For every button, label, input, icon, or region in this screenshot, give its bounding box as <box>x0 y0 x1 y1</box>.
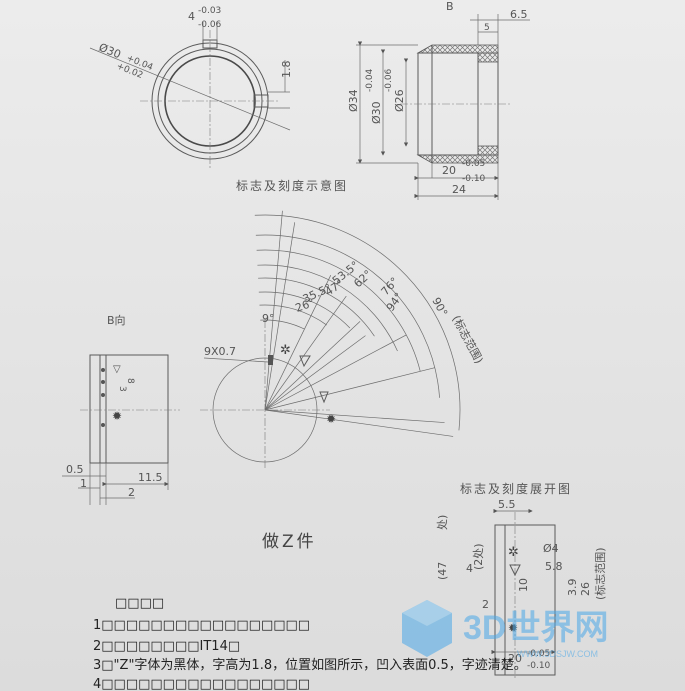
triangle-small-icon <box>319 391 329 404</box>
range-label: (标志范围) <box>449 313 486 366</box>
unfold-v47: (47 <box>436 562 449 580</box>
section-view: Ø34 Ø30 -0.04 -0.06 Ø26 B 6.5 5 20 -0.05… <box>347 0 530 200</box>
mark-scale-caption: 标志及刻度示意图 <box>236 178 348 193</box>
notes-heading: □□□□ <box>115 596 164 611</box>
snowflake-icon: ✲ <box>280 343 291 358</box>
angle-ray <box>264 210 283 411</box>
angle-ray <box>264 409 454 437</box>
note-2: 2□□□□□□□□IT14□ <box>93 639 240 654</box>
len20-tol-lower: -0.10 <box>462 174 486 184</box>
watermark-text: 3D世界网 <box>463 609 608 647</box>
dim-2: 2 <box>128 486 135 499</box>
unfold-v10: 10 <box>517 578 530 592</box>
dim-0-5: 0.5 <box>66 463 84 476</box>
angle-arc <box>256 249 421 372</box>
z-mark <box>268 355 273 365</box>
unfold-chu: 处) <box>436 515 449 530</box>
angle-26: 26° <box>294 296 317 315</box>
note-4: 4□□□□□□□□□□□□□□□□□ <box>93 677 310 691</box>
angle-ray <box>264 335 366 411</box>
top-len-inner-label: 5 <box>484 23 490 33</box>
angle-arc <box>258 291 351 329</box>
angle-ray <box>264 295 347 411</box>
unfold-body <box>494 524 556 676</box>
angle-arc <box>255 234 440 398</box>
slot <box>202 39 218 49</box>
make-two-caption: 做Z件 <box>262 532 317 552</box>
dim-1: 1 <box>80 477 87 490</box>
angle-arc <box>254 214 461 431</box>
angle-arc <box>260 319 305 330</box>
unfold-v39: 3.9 <box>566 579 579 597</box>
triangle-marker-icon <box>299 355 311 368</box>
gear-unfold-icon: ✹ <box>508 621 518 635</box>
watermark-sub: WWW.3DSJW.COM <box>517 649 598 659</box>
mark-8: 8 <box>125 378 135 384</box>
angle-ray <box>264 334 407 411</box>
angle-9: 9° <box>262 312 275 325</box>
angle-arcs <box>254 214 461 431</box>
dim-11-5: 11.5 <box>138 471 163 484</box>
gear-icon: ✹ <box>326 412 336 426</box>
angle-rays <box>264 210 454 437</box>
angle-ray <box>264 367 435 411</box>
diameter-leader <box>89 47 291 131</box>
unfold-caption: 标志及刻度展开图 <box>460 481 572 496</box>
unfold-v58: 5.8 <box>545 560 563 573</box>
unfold-v20: 20 <box>508 652 522 665</box>
outer-diam-label: Ø30 <box>97 41 123 62</box>
angle-ray <box>264 275 332 411</box>
notes-block: □□□□ 1□□□□□□□□□□□□□□□□□ 2□□□□□□□□IT14□ 3… <box>93 596 527 691</box>
gear-b-icon: ✹ <box>112 409 122 423</box>
len24-label: 24 <box>452 183 466 196</box>
note-1: 1□□□□□□□□□□□□□□□□□ <box>93 618 310 633</box>
d30-tol-upper: -0.04 <box>365 68 375 92</box>
b-view-body <box>89 354 169 464</box>
triangle-unfold-icon <box>509 564 521 577</box>
mark-3: 3 <box>117 386 127 392</box>
angle-ray <box>264 222 296 411</box>
top-len-label: 6.5 <box>510 8 528 21</box>
snowflake-unfold-icon: ✲ <box>508 545 519 560</box>
angle-arc <box>258 277 375 337</box>
d30-label: Ø30 <box>370 101 383 124</box>
d34-label: Ø34 <box>347 89 360 112</box>
angle-arc <box>259 304 327 326</box>
chamfer-label: 9X0.7 <box>204 345 236 358</box>
slot-side <box>253 94 269 108</box>
d30-tol-lower: -0.06 <box>384 68 394 92</box>
end-view: Ø30 +0.04 +0.02 4 -0.03 -0.06 1.8 <box>89 6 293 170</box>
unfold-v26: 26 <box>579 582 592 596</box>
b-view-caption: B向 <box>107 313 126 327</box>
note-3: 3□"Z"字体为黑体，字高为1.8，位置如图所示，凹入表面0.5，字迹清楚。 <box>93 657 527 673</box>
unfold-w55: 5.5 <box>498 498 516 511</box>
unfold-view: 5.5 ✲ Ø4 4 5.8 3.9 26 (标志范围) (47 处) (2处)… <box>436 498 607 680</box>
unfold-d4: Ø4 <box>543 542 559 555</box>
angle-arc <box>257 264 398 352</box>
unfold-v2: 2 <box>482 598 489 611</box>
triangle-icon: ▽ <box>113 364 121 375</box>
b-view-marker: B <box>446 0 454 13</box>
len20-label: 20 <box>442 164 456 177</box>
len20-tol-upper: -0.05 <box>462 159 485 169</box>
slot-tol-upper: -0.03 <box>198 6 221 16</box>
slot-width-label: 4 <box>188 10 195 23</box>
b-view: B向 ▽ ✹ 3 8 0.5 1 2 11.5 <box>62 313 180 505</box>
unfold-v4: 4 <box>466 562 473 575</box>
d26-label: Ø26 <box>393 89 406 112</box>
unfold-2chu: (2处) <box>472 543 485 570</box>
angle-ray <box>264 321 361 411</box>
unfold-v20l: -0.10 <box>527 661 551 671</box>
angle-90: 90° <box>429 295 450 318</box>
slot-tol-lower: -0.06 <box>198 20 222 30</box>
angular-scale: 9° 26° 35.5° 47° 53.5° 62° 76° 94° 90° (… <box>200 210 486 470</box>
unfold-v20u: -0.05 <box>527 649 550 659</box>
angle-ray <box>264 409 445 423</box>
slot-depth-label: 1.8 <box>280 61 293 79</box>
unfold-range: (标志范围) <box>593 547 607 600</box>
watermark-logo: 3D世界网 WWW.3DSJW.COM <box>397 595 657 669</box>
